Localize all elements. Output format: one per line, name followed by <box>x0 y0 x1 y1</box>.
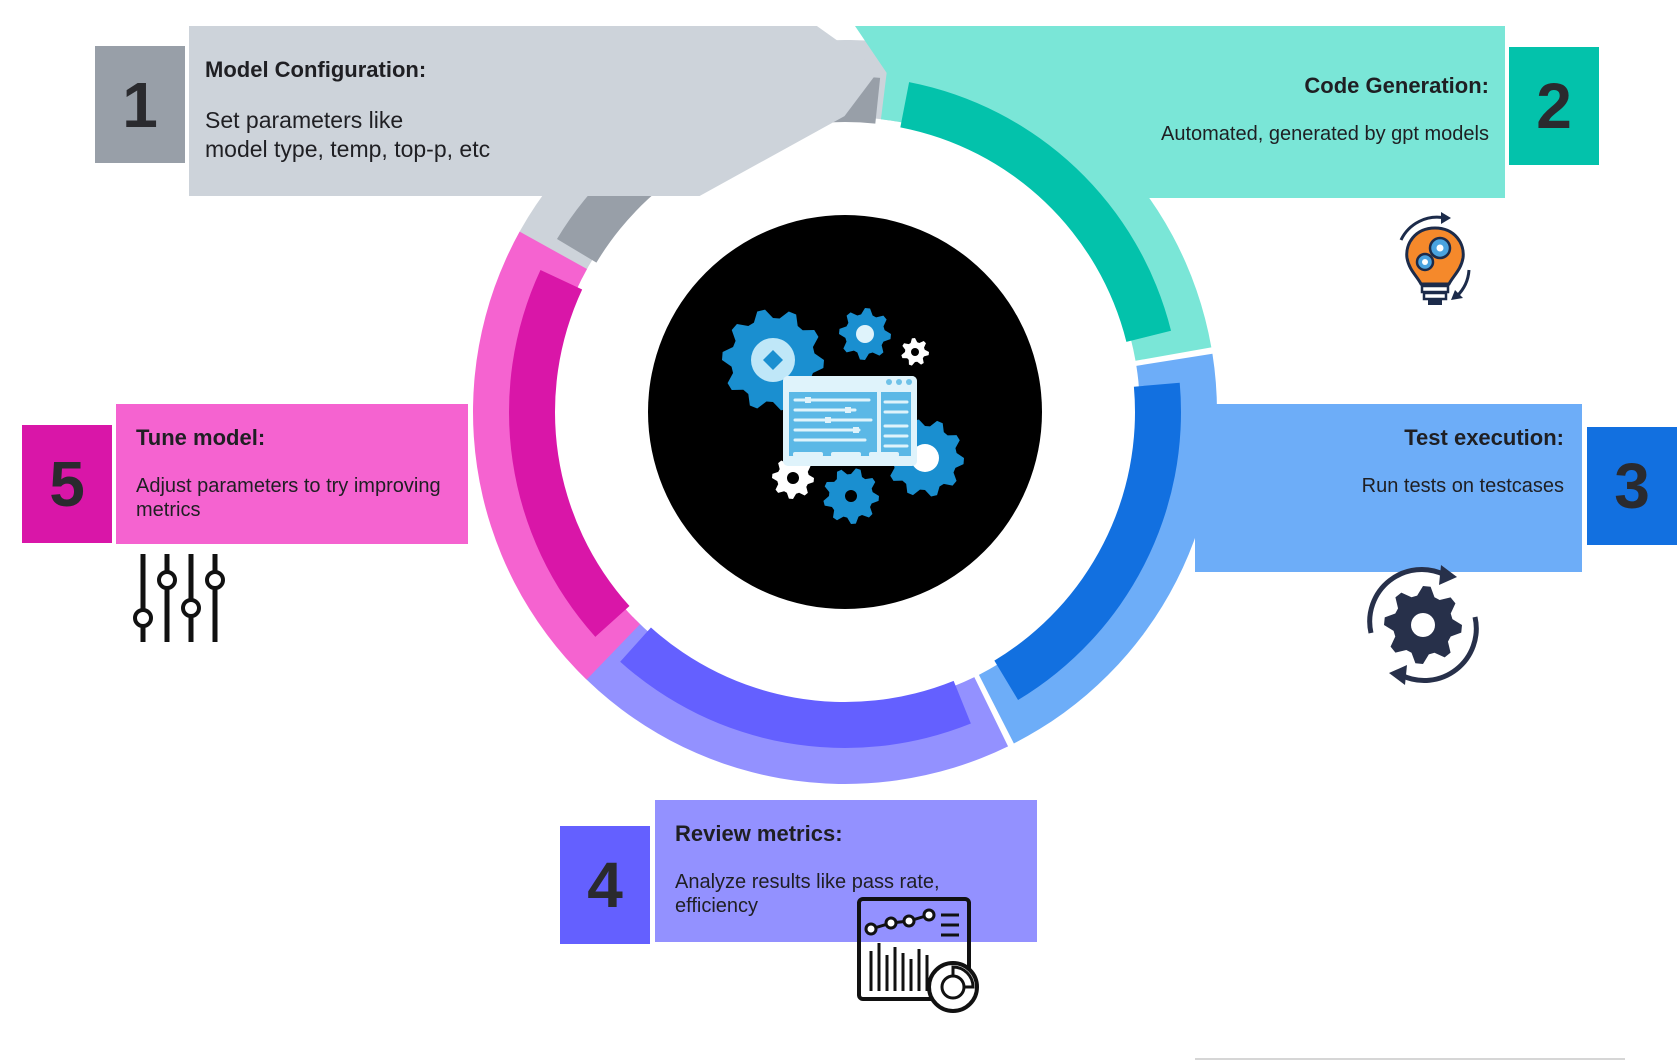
step-1-badge: 1 <box>95 46 185 163</box>
step-3-description: Run tests on testcases <box>1361 475 1564 497</box>
step-2-title: Code Generation: <box>1304 73 1489 98</box>
step-3-title: Test execution: <box>1404 425 1564 450</box>
gear-cycle-icon <box>1367 565 1479 685</box>
step-1-title: Model Configuration: <box>205 57 427 82</box>
ring-segment-3-inner <box>994 382 1181 701</box>
step-3-card: Test execution: Run tests on testcases <box>1195 404 1582 572</box>
step-3-badge: 3 <box>1587 427 1677 545</box>
gears-dashboard-icon <box>722 308 964 524</box>
hub-gear-top <box>839 308 891 360</box>
hub-gear-large-core <box>763 350 783 370</box>
step-2-badge: 2 <box>1509 47 1599 165</box>
step-4-badge: 4 <box>560 826 650 944</box>
step-2-description: Automated, generated by gpt models <box>1161 123 1489 145</box>
step-5-title: Tune model: <box>136 425 266 450</box>
ring-segment-4-inner <box>620 627 971 748</box>
hub-gear-small-white <box>901 338 929 366</box>
step-4-card: Review metrics: Analyze results like pas… <box>655 800 1037 942</box>
step-4-description: Analyze results like pass rate, efficien… <box>675 871 940 917</box>
step-4-title: Review metrics: <box>675 821 843 846</box>
step-5-badge: 5 <box>22 425 112 543</box>
step-1-description: Set parameters like model type, temp, to… <box>205 107 491 162</box>
step-5-card: Tune model: Adjust parameters to try imp… <box>116 404 468 544</box>
ring-segment-5-outer <box>472 231 641 680</box>
divider-line <box>1195 1058 1625 1060</box>
step-5-description: Adjust parameters to try improving metri… <box>136 475 441 521</box>
ring-segment-5-inner <box>508 270 630 637</box>
lightbulb-gears-icon <box>1399 212 1471 305</box>
ring-segment-2-inner <box>900 82 1172 342</box>
hub-gear-bottom <box>823 468 879 524</box>
hub-gear-left-white <box>772 457 814 499</box>
analytics-report-icon <box>857 897 979 1013</box>
sliders-icon <box>133 554 225 642</box>
